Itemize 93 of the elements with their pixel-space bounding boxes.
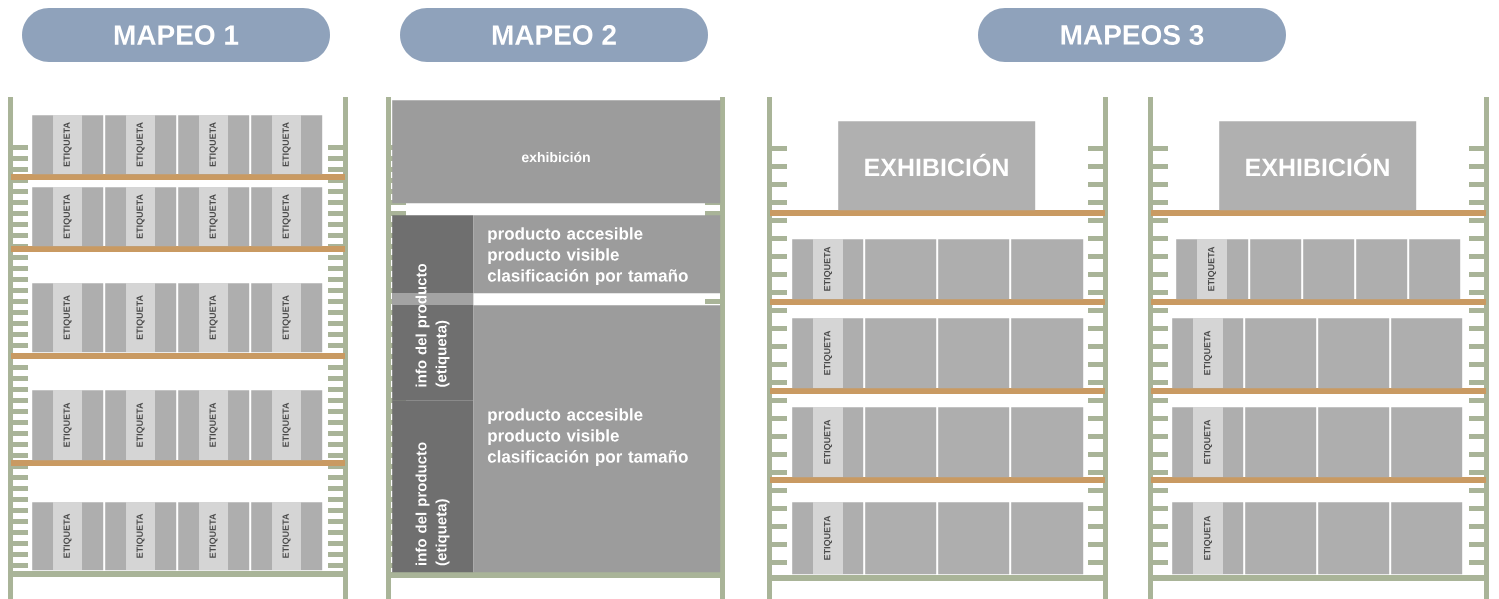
product-box <box>1318 407 1390 478</box>
product-box <box>1391 407 1463 478</box>
product-box: ETIQUETA <box>178 187 250 247</box>
product-box: ETIQUETA <box>1176 239 1249 300</box>
node-label: ETIQUETA <box>282 122 291 167</box>
node-label: ETIQUETA <box>63 122 72 167</box>
product-box <box>1245 502 1317 575</box>
product-box <box>1245 318 1317 389</box>
product-box: ETIQUETA <box>1172 318 1244 389</box>
label-band: info del producto (etiqueta) <box>392 215 474 401</box>
title-pill: MAPEO 2 <box>400 8 708 62</box>
product-box <box>1318 502 1390 575</box>
node-label: ETIQUETA <box>823 330 833 375</box>
node-label: ETIQUETA <box>282 194 291 239</box>
product-box <box>1391 502 1463 575</box>
product-box <box>938 318 1010 389</box>
node-label: ETIQUETA <box>63 402 72 447</box>
product-box <box>1356 239 1408 300</box>
product-box: ETIQUETA <box>251 187 323 247</box>
node-label: ETIQUETA <box>136 194 145 239</box>
display-block: EXHIBICIÓN <box>838 121 1036 211</box>
product-box: ETIQUETA <box>32 283 104 353</box>
node-label: ETIQUETA <box>63 513 72 558</box>
product-box <box>938 239 1010 300</box>
product-box: ETIQUETA <box>178 115 250 175</box>
node-label: ETIQUETA <box>209 194 218 239</box>
node-label: ETIQUETA <box>1203 419 1213 464</box>
node-label: ETIQUETA <box>209 122 218 167</box>
node-label: ETIQUETA <box>1203 330 1213 375</box>
product-box <box>1250 239 1302 300</box>
product-box <box>1011 318 1084 389</box>
product-box: ETIQUETA <box>32 390 104 461</box>
product-block: producto accesible producto visible clasificación por tamaño <box>473 215 721 294</box>
node-label: ETIQUETA <box>823 419 833 464</box>
product-box <box>938 407 1010 478</box>
display-block: exhibición <box>392 100 721 204</box>
node-label: ETIQUETA <box>282 402 291 447</box>
product-box: ETIQUETA <box>792 502 864 575</box>
title-pill: MAPEO 1 <box>22 8 330 62</box>
display-block: EXHIBICIÓN <box>1219 121 1417 211</box>
node-label: ETIQUETA <box>1203 515 1213 560</box>
node-label: ETIQUETA <box>136 122 145 167</box>
product-box: ETIQUETA <box>105 115 177 175</box>
product-box: ETIQUETA <box>1172 502 1244 575</box>
product-box: ETIQUETA <box>792 407 864 478</box>
product-box <box>865 239 937 300</box>
product-box: ETIQUETA <box>105 502 177 571</box>
node-label: ETIQUETA <box>282 513 291 558</box>
product-box: ETIQUETA <box>1172 407 1244 478</box>
product-box: ETIQUETA <box>32 187 104 247</box>
node-label: info del producto (etiqueta) <box>415 263 450 387</box>
product-box <box>1391 318 1463 389</box>
product-box: ETIQUETA <box>251 390 323 461</box>
product-box: ETIQUETA <box>178 283 250 353</box>
product-box <box>1011 239 1084 300</box>
node-label: ETIQUETA <box>209 402 218 447</box>
node-label: ETIQUETA <box>282 295 291 340</box>
title-pill: MAPEOS 3 <box>978 8 1286 62</box>
product-box: ETIQUETA <box>251 502 323 571</box>
product-box <box>1011 502 1084 575</box>
node-label: ETIQUETA <box>136 295 145 340</box>
product-box: ETIQUETA <box>792 239 864 300</box>
product-box <box>1318 318 1390 389</box>
node-label: ETIQUETA <box>136 402 145 447</box>
product-box: ETIQUETA <box>251 115 323 175</box>
product-box <box>865 407 937 478</box>
node-label: ETIQUETA <box>136 513 145 558</box>
node-label: ETIQUETA <box>209 513 218 558</box>
product-box: ETIQUETA <box>32 115 104 175</box>
product-box <box>1245 407 1317 478</box>
product-box: ETIQUETA <box>178 390 250 461</box>
product-box <box>1303 239 1355 300</box>
product-box: ETIQUETA <box>105 390 177 461</box>
node-label: ETIQUETA <box>823 515 833 560</box>
node-label: ETIQUETA <box>63 194 72 239</box>
node-label: ETIQUETA <box>209 295 218 340</box>
product-block: producto accesible producto visible clasificación por tamaño <box>473 305 721 573</box>
label-band: info del producto (etiqueta) <box>392 400 474 573</box>
product-box <box>865 502 937 575</box>
node-label: info del producto (etiqueta) <box>415 442 450 566</box>
node-label: ETIQUETA <box>1207 246 1217 291</box>
node-label: ETIQUETA <box>823 246 833 291</box>
product-box: ETIQUETA <box>105 283 177 353</box>
product-box <box>1011 407 1084 478</box>
product-box: ETIQUETA <box>32 502 104 571</box>
product-box <box>1409 239 1461 300</box>
node-label: ETIQUETA <box>63 295 72 340</box>
product-box: ETIQUETA <box>105 187 177 247</box>
product-box: ETIQUETA <box>792 318 864 389</box>
product-box <box>938 502 1010 575</box>
product-box: ETIQUETA <box>251 283 323 353</box>
product-box <box>865 318 937 389</box>
product-box: ETIQUETA <box>178 502 250 571</box>
